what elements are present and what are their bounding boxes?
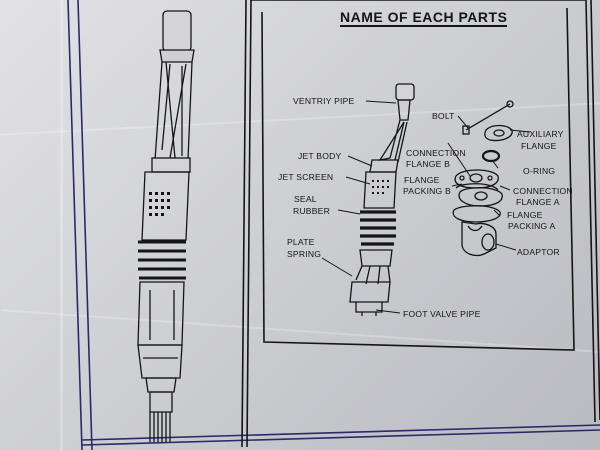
label-jet-screen: JET SCREEN: [278, 172, 334, 182]
label-seal-rubber-line2: RUBBER: [293, 206, 331, 216]
label-bolt: BOLT: [432, 111, 455, 121]
label-plate-spring-line2: SPRING: [287, 249, 322, 259]
label-plate-spring-line1: PLATE: [287, 237, 315, 247]
label-flange-packing-a-line1: FLANGE: [507, 210, 543, 220]
label-connection-flange-b-line2: FLANGE B: [406, 159, 451, 169]
page-border: [67, 0, 600, 450]
label-seal-rubber-line1: SEAL: [294, 194, 317, 204]
label-flange-packing-a-line2: PACKING A: [508, 221, 556, 231]
label-flange-packing-b-line1: FLANGE: [404, 175, 440, 185]
label-connection-flange-a-line1: CONNECTION: [513, 186, 573, 196]
label-auxiliary-flange-line1: AUXILIARY: [517, 129, 564, 139]
label-jet-body: JET BODY: [298, 151, 342, 161]
label-auxiliary-flange-line2: FLANGE: [521, 141, 557, 151]
jet-assembly-drawing: [349, 83, 514, 316]
label-flange-packing-b-line2: PACKING B: [403, 186, 451, 196]
parts-panel-frame: [241, 0, 600, 448]
label-connection-flange-a-line2: FLANGE A: [516, 197, 560, 207]
label-ventriy-pipe: VENTRIY PIPE: [293, 96, 355, 106]
full-assembly-drawing: [137, 10, 195, 442]
label-o-ring: O-RING: [523, 166, 556, 176]
label-adaptor: ADAPTOR: [517, 247, 560, 257]
label-connection-flange-b-line1: CONNECTION: [406, 148, 466, 158]
label-foot-valve-pipe: FOOT VALVE PIPE: [403, 309, 481, 319]
leader-lines: [321, 100, 531, 314]
page-title: NAME OF EACH PARTS: [340, 9, 508, 27]
